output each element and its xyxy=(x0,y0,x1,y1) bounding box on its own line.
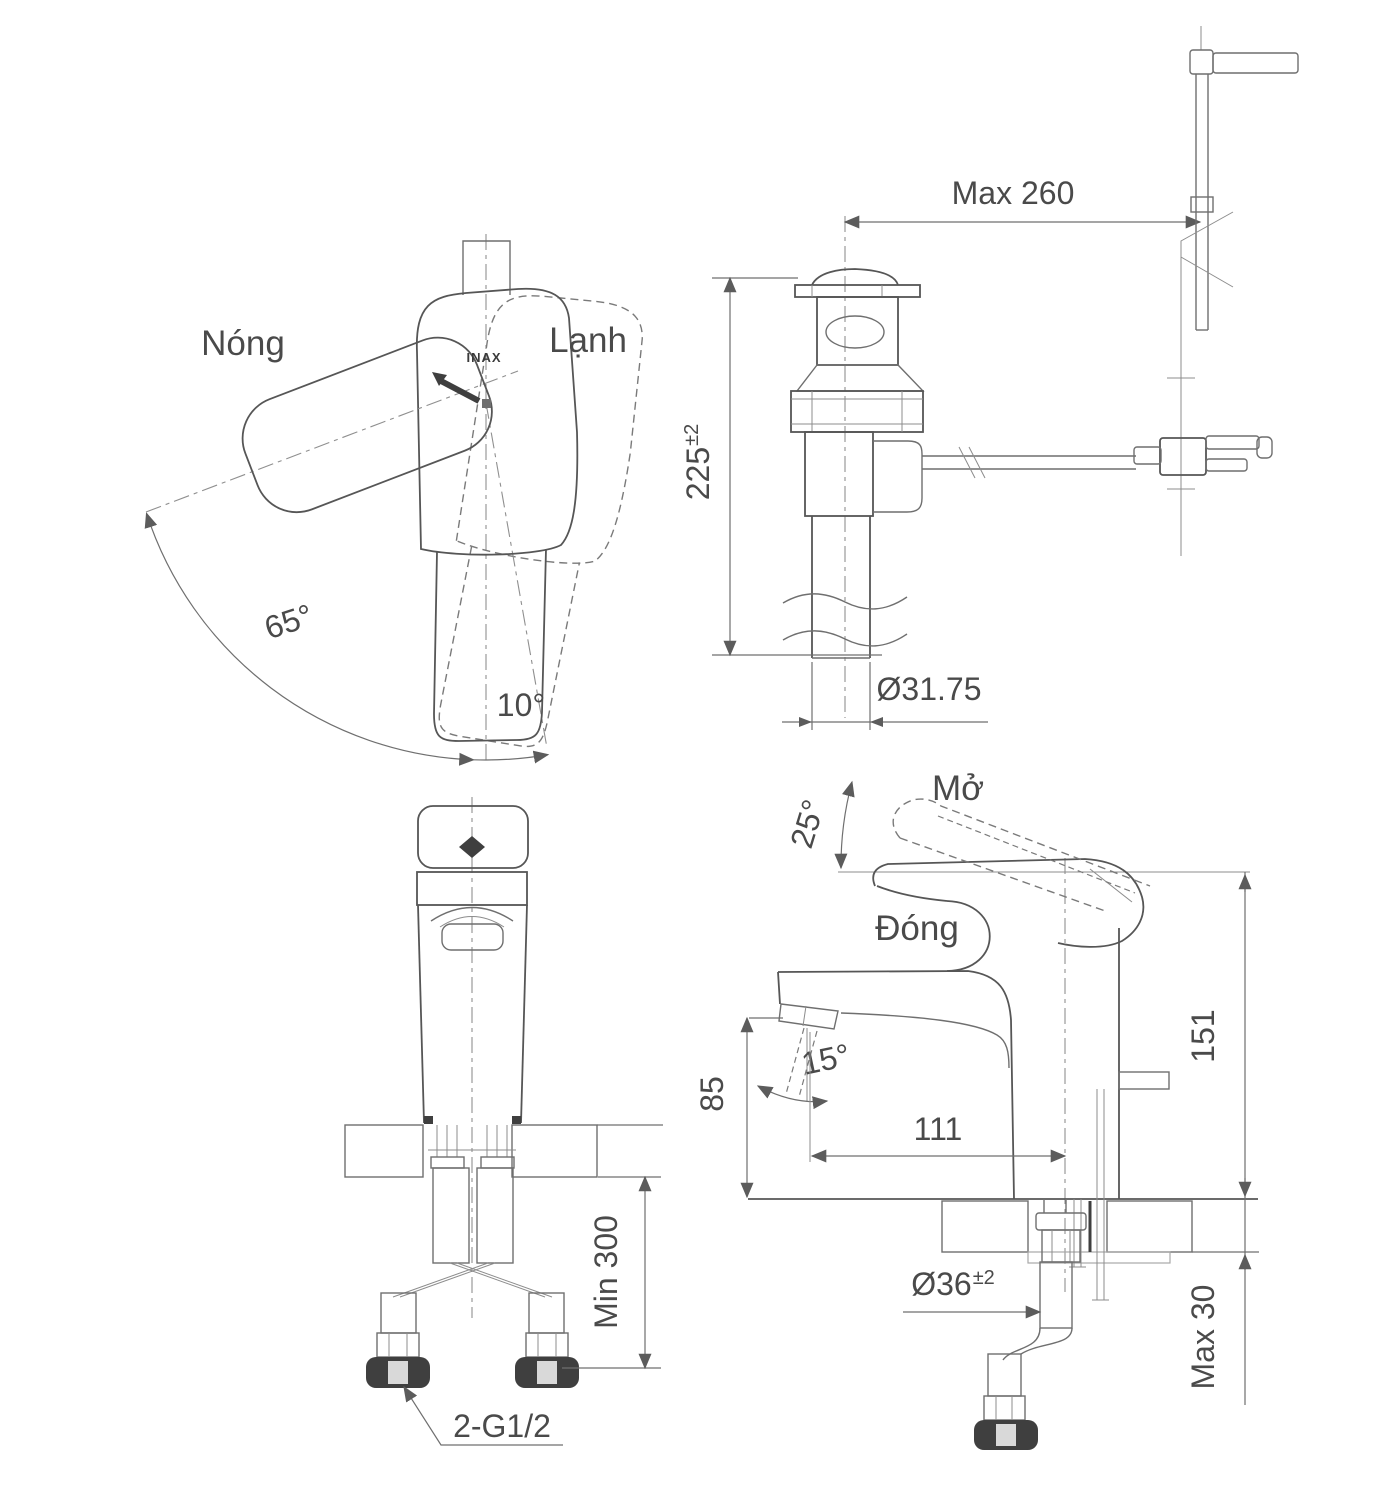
countertop-left xyxy=(344,1124,424,1178)
handle-back-facet xyxy=(1089,868,1133,903)
dim-total-height: 151 xyxy=(1185,1009,1221,1062)
pipe-dia-arrow-right xyxy=(870,717,883,727)
handle-body-notch xyxy=(946,900,991,972)
min-clearance-text: Min 300 xyxy=(588,1215,624,1329)
supply-hose-right xyxy=(476,1167,514,1264)
top-view: INAX 65° 10° Nóng Lạnh xyxy=(144,234,643,766)
connector-left xyxy=(366,1292,430,1388)
dim-deck-thickness: Max 30 xyxy=(1185,1285,1221,1390)
dim-spout-height: 85 xyxy=(694,1076,730,1112)
base-clip-left xyxy=(424,1116,433,1124)
handle-closed-outline xyxy=(872,858,1145,948)
label-closed: Đóng xyxy=(875,909,959,948)
inlet-stub xyxy=(462,240,511,295)
dim-max-reach: Max 260 xyxy=(952,175,1075,211)
pivot-rod-linkage xyxy=(922,435,1273,479)
counter-left-block xyxy=(941,1200,1029,1253)
popup-knob xyxy=(1118,1071,1170,1090)
handle-open-outline xyxy=(892,798,1151,913)
swivel-angle-text: 65° xyxy=(260,597,317,646)
spout-collar-arc-inner xyxy=(439,916,505,928)
dim-drain-pipe-diameter: Ø31.75 xyxy=(877,671,982,707)
connector-right xyxy=(515,1292,579,1388)
brand-logo: INAX xyxy=(466,350,501,365)
dim-drain-height: 225 xyxy=(680,447,716,500)
dim-hole-tolerance: ±2 xyxy=(973,1267,995,1289)
handle-base-band xyxy=(416,871,528,906)
front-view: Min 300 2-G1/2 xyxy=(344,797,663,1446)
total-height-text: 151 xyxy=(1185,1009,1221,1062)
thread-leader xyxy=(403,1385,563,1446)
label-cold: Lạnh xyxy=(549,321,627,360)
aerator xyxy=(441,923,504,951)
lift-rod xyxy=(1167,26,1299,556)
spray-angle-arc xyxy=(756,1085,829,1110)
svg-text:Ø36±2: Ø36±2 xyxy=(911,1266,995,1302)
drain-height-text: 225±2 xyxy=(680,424,716,501)
spout-tip-face xyxy=(777,971,781,1005)
side-view: 25° Mở Đóng 15° 85 111 xyxy=(694,769,1259,1450)
pivot-dot xyxy=(482,399,491,408)
supply-hose-left xyxy=(432,1167,470,1264)
deck-thickness-text: Max 30 xyxy=(1185,1285,1221,1390)
side-shank-hose xyxy=(974,1199,1087,1450)
tilted-centerline xyxy=(485,402,548,749)
pop-up-drain-view: Max 260 xyxy=(680,26,1299,730)
handle-indicator-mark xyxy=(439,378,481,404)
dim-spout-reach: 111 xyxy=(914,1111,963,1147)
pipe-dia-arrow-left xyxy=(799,717,812,727)
countertop-right xyxy=(511,1124,598,1178)
handle-dot xyxy=(459,836,485,858)
stream-line-1 xyxy=(785,1027,805,1095)
handle-angle-text: 25° xyxy=(783,795,832,852)
hole-dia-text: Ø36±2 xyxy=(911,1266,995,1302)
handle-indicator-arrow xyxy=(432,372,447,386)
spout-collar-arc xyxy=(430,906,514,922)
stream-line-2 xyxy=(798,1030,818,1098)
base-clip-right xyxy=(512,1116,521,1124)
mounting-shank xyxy=(428,1125,516,1169)
dim-handle-open-angle: 25° xyxy=(783,795,832,852)
spout-top-edge xyxy=(777,970,1015,1200)
dim-min-clearance: Min 300 xyxy=(588,1215,624,1329)
label-open: Mở xyxy=(932,769,984,808)
handle-angle-arc xyxy=(834,780,855,870)
dim-drain-height-tolerance: ±2 xyxy=(681,424,703,446)
dim-tilt-angle: 10° xyxy=(497,687,545,723)
drain-body xyxy=(782,268,925,659)
swivel-arc xyxy=(144,512,475,766)
body-left-edge xyxy=(417,904,425,1124)
hose-cross-lines xyxy=(392,1262,553,1298)
handle-outline xyxy=(241,336,493,514)
tilt-arc xyxy=(473,750,550,764)
spout-height-text: 85 xyxy=(694,1076,730,1112)
label-hot: Nóng xyxy=(201,324,285,363)
body-upper-outline xyxy=(416,287,579,556)
dim-swivel-angle: 65° xyxy=(260,597,317,646)
handle-closed-underside xyxy=(876,885,948,902)
label-supply-thread: 2-G1/2 xyxy=(453,1408,551,1444)
mounting-bracket xyxy=(1027,1251,1171,1264)
spout-aerator xyxy=(778,1003,839,1030)
svg-text:225±2: 225±2 xyxy=(680,424,716,501)
handle-cap xyxy=(417,805,529,869)
spout-bottom-edge xyxy=(840,1012,1010,1069)
aerator-divider xyxy=(802,1005,807,1027)
dim-hole-diameter: Ø36 xyxy=(911,1266,971,1302)
counter-right-block xyxy=(1106,1200,1193,1253)
body-right-edge xyxy=(520,904,528,1124)
handle-axis-centerline xyxy=(145,370,519,513)
popup-rod xyxy=(1069,1089,1109,1301)
